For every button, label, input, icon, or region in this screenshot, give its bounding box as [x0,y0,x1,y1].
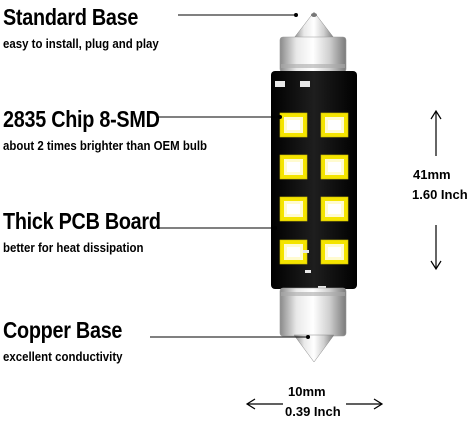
feature-subtitle: better for heat dissipation [3,240,144,255]
feature-subtitle: about 2 times brighter than OEM bulb [3,138,208,153]
led-chip [279,112,308,138]
leader-lines [150,14,308,338]
led-chip [320,196,349,222]
arrow-left-icon [245,398,283,410]
arrow-right-icon [346,398,384,410]
feature-subtitle: excellent conductivity [3,349,123,364]
led-chip [320,112,349,138]
bottom-tip [293,334,335,363]
led-chip [279,154,308,180]
led-chip [320,154,349,180]
arrow-up-icon [430,109,442,156]
width-inch-label: 0.39 Inch [285,404,341,419]
led-chip [279,196,308,222]
feature-chip: 2835 Chip 8-SMD about 2 times brighter t… [3,106,235,154]
length-inch-label: 1.60 Inch [412,187,467,202]
length-mm-label: 41mm [413,167,451,182]
feature-title: Copper Base [3,317,123,343]
led-chip [279,239,308,265]
feature-title: Thick PCB Board [3,208,161,234]
feature-copper-base: Copper Base excellent conductivity [3,317,142,365]
led-chip [320,239,349,265]
feature-subtitle: easy to install, plug and play [3,36,159,51]
led-chip-grid [279,112,349,265]
feature-pcb-board: Thick PCB Board better for heat dissipat… [3,208,186,256]
arrow-down-icon [430,225,442,271]
feature-title: Standard Base [3,4,139,30]
feature-title: 2835 Chip 8-SMD [3,106,160,132]
width-mm-label: 10mm [288,384,326,399]
feature-standard-base: Standard Base easy to install, plug and … [3,4,180,52]
